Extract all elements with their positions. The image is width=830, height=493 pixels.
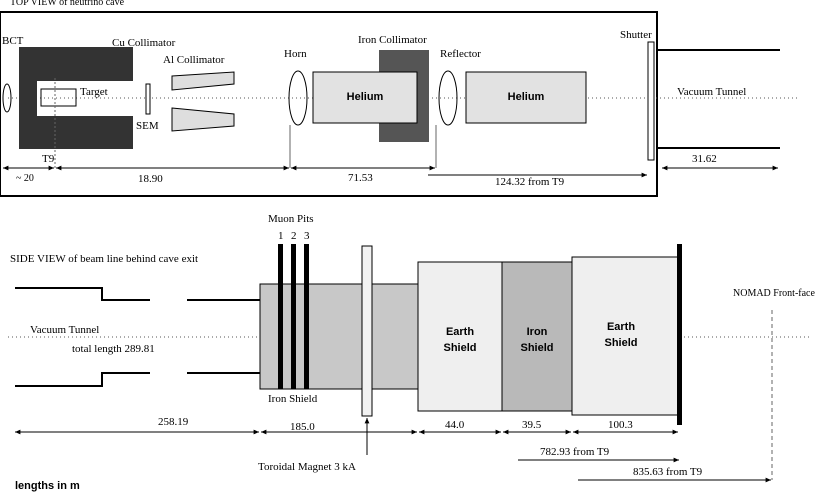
muon-pit-1-label: 1 <box>278 230 284 242</box>
dim-12432-label: 124.32 from T9 <box>495 176 565 188</box>
cu-collimator-label: Cu Collimator <box>112 37 176 49</box>
earth-shield-2-label-2: Shield <box>604 337 637 349</box>
total-length-label: total length 289.81 <box>72 343 155 355</box>
side-view-title: SIDE VIEW of beam line behind cave exit <box>10 253 198 265</box>
al-collimator-upper <box>171 71 235 91</box>
dim-78293-label: 782.93 from T9 <box>540 446 610 458</box>
toroidal-magnet <box>361 245 373 417</box>
al-collimator-label: Al Collimator <box>163 54 225 66</box>
helium-label-2: Helium <box>508 91 545 103</box>
dim-83563-label: 835.63 from T9 <box>633 466 703 478</box>
toroidal-label: Toroidal Magnet 3 kA <box>258 461 356 473</box>
muon-pit-2-label: 2 <box>291 230 297 242</box>
horn-ellipse <box>288 70 308 126</box>
end-wall <box>677 244 682 425</box>
cu-collimator <box>19 47 133 149</box>
earth-shield-1-label-2: Shield <box>443 342 476 354</box>
reflector-label: Reflector <box>440 48 481 60</box>
side-tunnel-wall-upper <box>15 287 150 301</box>
muon-pit-3 <box>304 244 309 389</box>
dim-3162-label: 31.62 <box>692 153 717 165</box>
cave-outline <box>0 11 658 197</box>
dim-395-label: 39.5 <box>522 419 542 431</box>
dim-25819-label: 258.19 <box>158 416 189 428</box>
bct-label: BCT <box>2 35 24 47</box>
top-vacuum-tunnel-label: Vacuum Tunnel <box>677 86 746 98</box>
shutter <box>647 41 655 161</box>
helium-box-1 <box>312 71 418 124</box>
earth-shield-1 <box>417 261 503 412</box>
horn-label: Horn <box>284 48 307 60</box>
iron-shield-2-label-2: Shield <box>520 342 553 354</box>
bct-ellipse <box>2 83 12 113</box>
helium-box-2 <box>465 71 587 124</box>
helium-label-1: Helium <box>347 91 384 103</box>
al-collimator-lower <box>171 107 235 132</box>
dim-1850-label: 185.0 <box>290 421 315 433</box>
iron-shield-2 <box>501 261 573 412</box>
t9-label: T9 <box>42 153 55 165</box>
iron-shield-block <box>259 283 421 390</box>
muon-pit-1 <box>278 244 283 389</box>
iron-collimator-label: Iron Collimator <box>358 34 427 46</box>
dim-1890-label: 18.90 <box>138 173 163 185</box>
dim-7153-label: 71.53 <box>348 172 373 184</box>
shutter-label: Shutter <box>620 29 652 41</box>
side-vacuum-tunnel-label: Vacuum Tunnel <box>30 324 99 336</box>
sem <box>145 83 151 115</box>
earth-shield-2-label-1: Earth <box>607 321 635 333</box>
target-label: Target <box>80 86 108 98</box>
side-tunnel-wall-lower <box>15 372 150 387</box>
target <box>40 88 77 107</box>
iron-shield-2-label-1: Iron <box>527 326 548 338</box>
top-view-title: TOP VIEW of neutrino cave <box>10 0 125 8</box>
dim-440-label: 44.0 <box>445 419 465 431</box>
earth-shield-2 <box>571 256 679 416</box>
muon-pit-2 <box>291 244 296 389</box>
sem-label: SEM <box>136 120 159 132</box>
iron-shield-label: Iron Shield <box>268 393 318 405</box>
muon-pits-label: Muon Pits <box>268 213 314 225</box>
dim-20-label: ~ 20 <box>16 173 34 184</box>
nomad-label: NOMAD Front-face <box>733 288 815 299</box>
dim-1003-label: 100.3 <box>608 419 633 431</box>
earth-shield-1-label-1: Earth <box>446 326 474 338</box>
reflector-ellipse <box>438 70 458 126</box>
lengths-note: lengths in m <box>15 480 80 492</box>
muon-pit-3-label: 3 <box>304 230 310 242</box>
